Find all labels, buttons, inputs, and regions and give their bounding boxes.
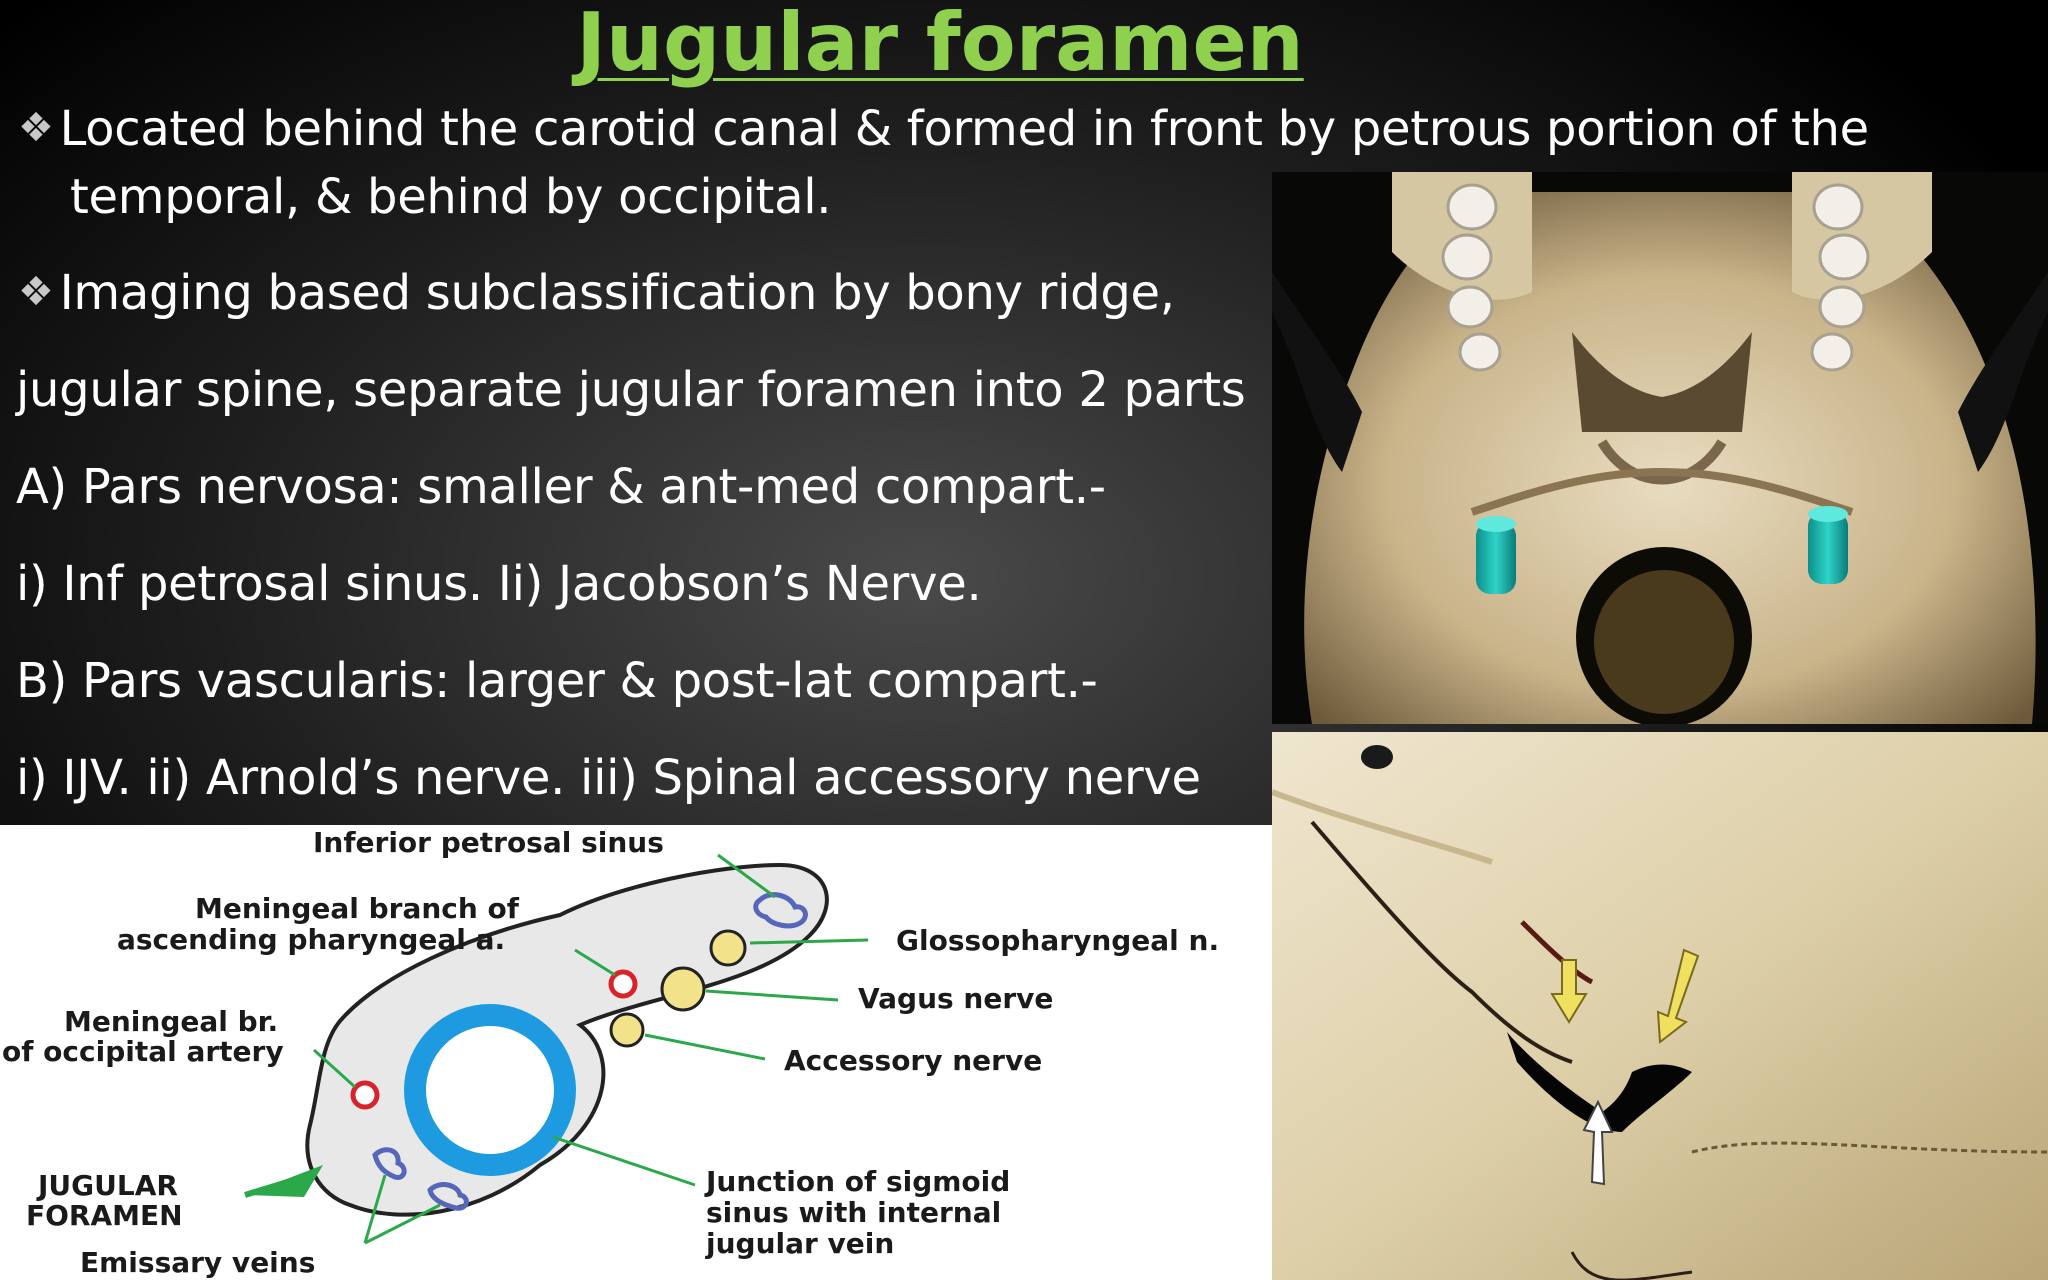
ascending-pharyngeal-artery (608, 969, 638, 999)
label-jugular-foramen-line1: JUGULAR (36, 1169, 178, 1202)
label-meningeal-branch-line1: Meningeal branch of (195, 892, 520, 925)
emissary-vein-2 (427, 1182, 469, 1211)
label-meningeal-branch-line2: ascending pharyngeal a. (117, 923, 505, 956)
jugular-foramen-diagram: Inferior petrosal sinus Meningeal branch… (0, 825, 1272, 1280)
bullet-line-2: temporal, & behind by occipital. (70, 168, 832, 226)
label-inferior-petrosal-sinus: Inferior petrosal sinus (313, 826, 664, 859)
sinus-ring (404, 1004, 576, 1176)
bullet-line-1: ❖Located behind the carotid canal & form… (18, 100, 1869, 161)
occipital-artery (350, 1080, 380, 1110)
label-jugular-foramen-line2: FORAMEN (26, 1199, 183, 1232)
body-line-7: B) Pars vascularis: larger & post-lat co… (16, 653, 1098, 709)
label-junction-line3: jugular vein (705, 1227, 894, 1260)
jugular-closeup-photo (1272, 732, 2048, 1280)
text: Located behind the carotid canal & forme… (59, 101, 1870, 157)
vagus-nerve (660, 966, 706, 1012)
label-emissary-veins: Emissary veins (80, 1246, 315, 1279)
accessory-nerve (609, 1012, 645, 1048)
label-vagus: Vagus nerve (858, 982, 1053, 1015)
body-line-5: A) Pars nervosa: smaller & ant-med compa… (16, 459, 1106, 515)
bullet-line-3: ❖Imaging based subclassification by bony… (18, 264, 1175, 325)
label-meningeal-occ-line2: of occipital artery (2, 1035, 284, 1068)
bullet-icon: ❖ (18, 269, 54, 315)
body-line-6: i) Inf petrosal sinus. Ii) Jacobson’s Ne… (16, 556, 982, 612)
inferior-petrosal-sinus (753, 892, 808, 929)
body-line-8: i) IJV. ii) Arnold’s nerve. iii) Spinal … (16, 750, 1201, 806)
label-meningeal-occ-line1: Meningeal br. (64, 1005, 278, 1038)
slide-title: Jugular foramen (576, 0, 1304, 89)
emissary-vein-1 (372, 1147, 407, 1180)
bullet-icon: ❖ (18, 105, 54, 151)
skull-base-photo (1272, 172, 2048, 724)
label-accessory: Accessory nerve (784, 1044, 1042, 1077)
label-junction-line1: Junction of sigmoid (704, 1165, 1010, 1198)
body-line-4: jugular spine, separate jugular foramen … (16, 362, 1246, 418)
text: temporal, & behind by occipital. (70, 169, 832, 225)
text: Imaging based subclassification by bony … (59, 265, 1175, 321)
label-junction-line2: sinus with internal (706, 1196, 1001, 1229)
label-glossopharyngeal: Glossopharyngeal n. (896, 924, 1219, 957)
glossopharyngeal-nerve (709, 929, 747, 967)
